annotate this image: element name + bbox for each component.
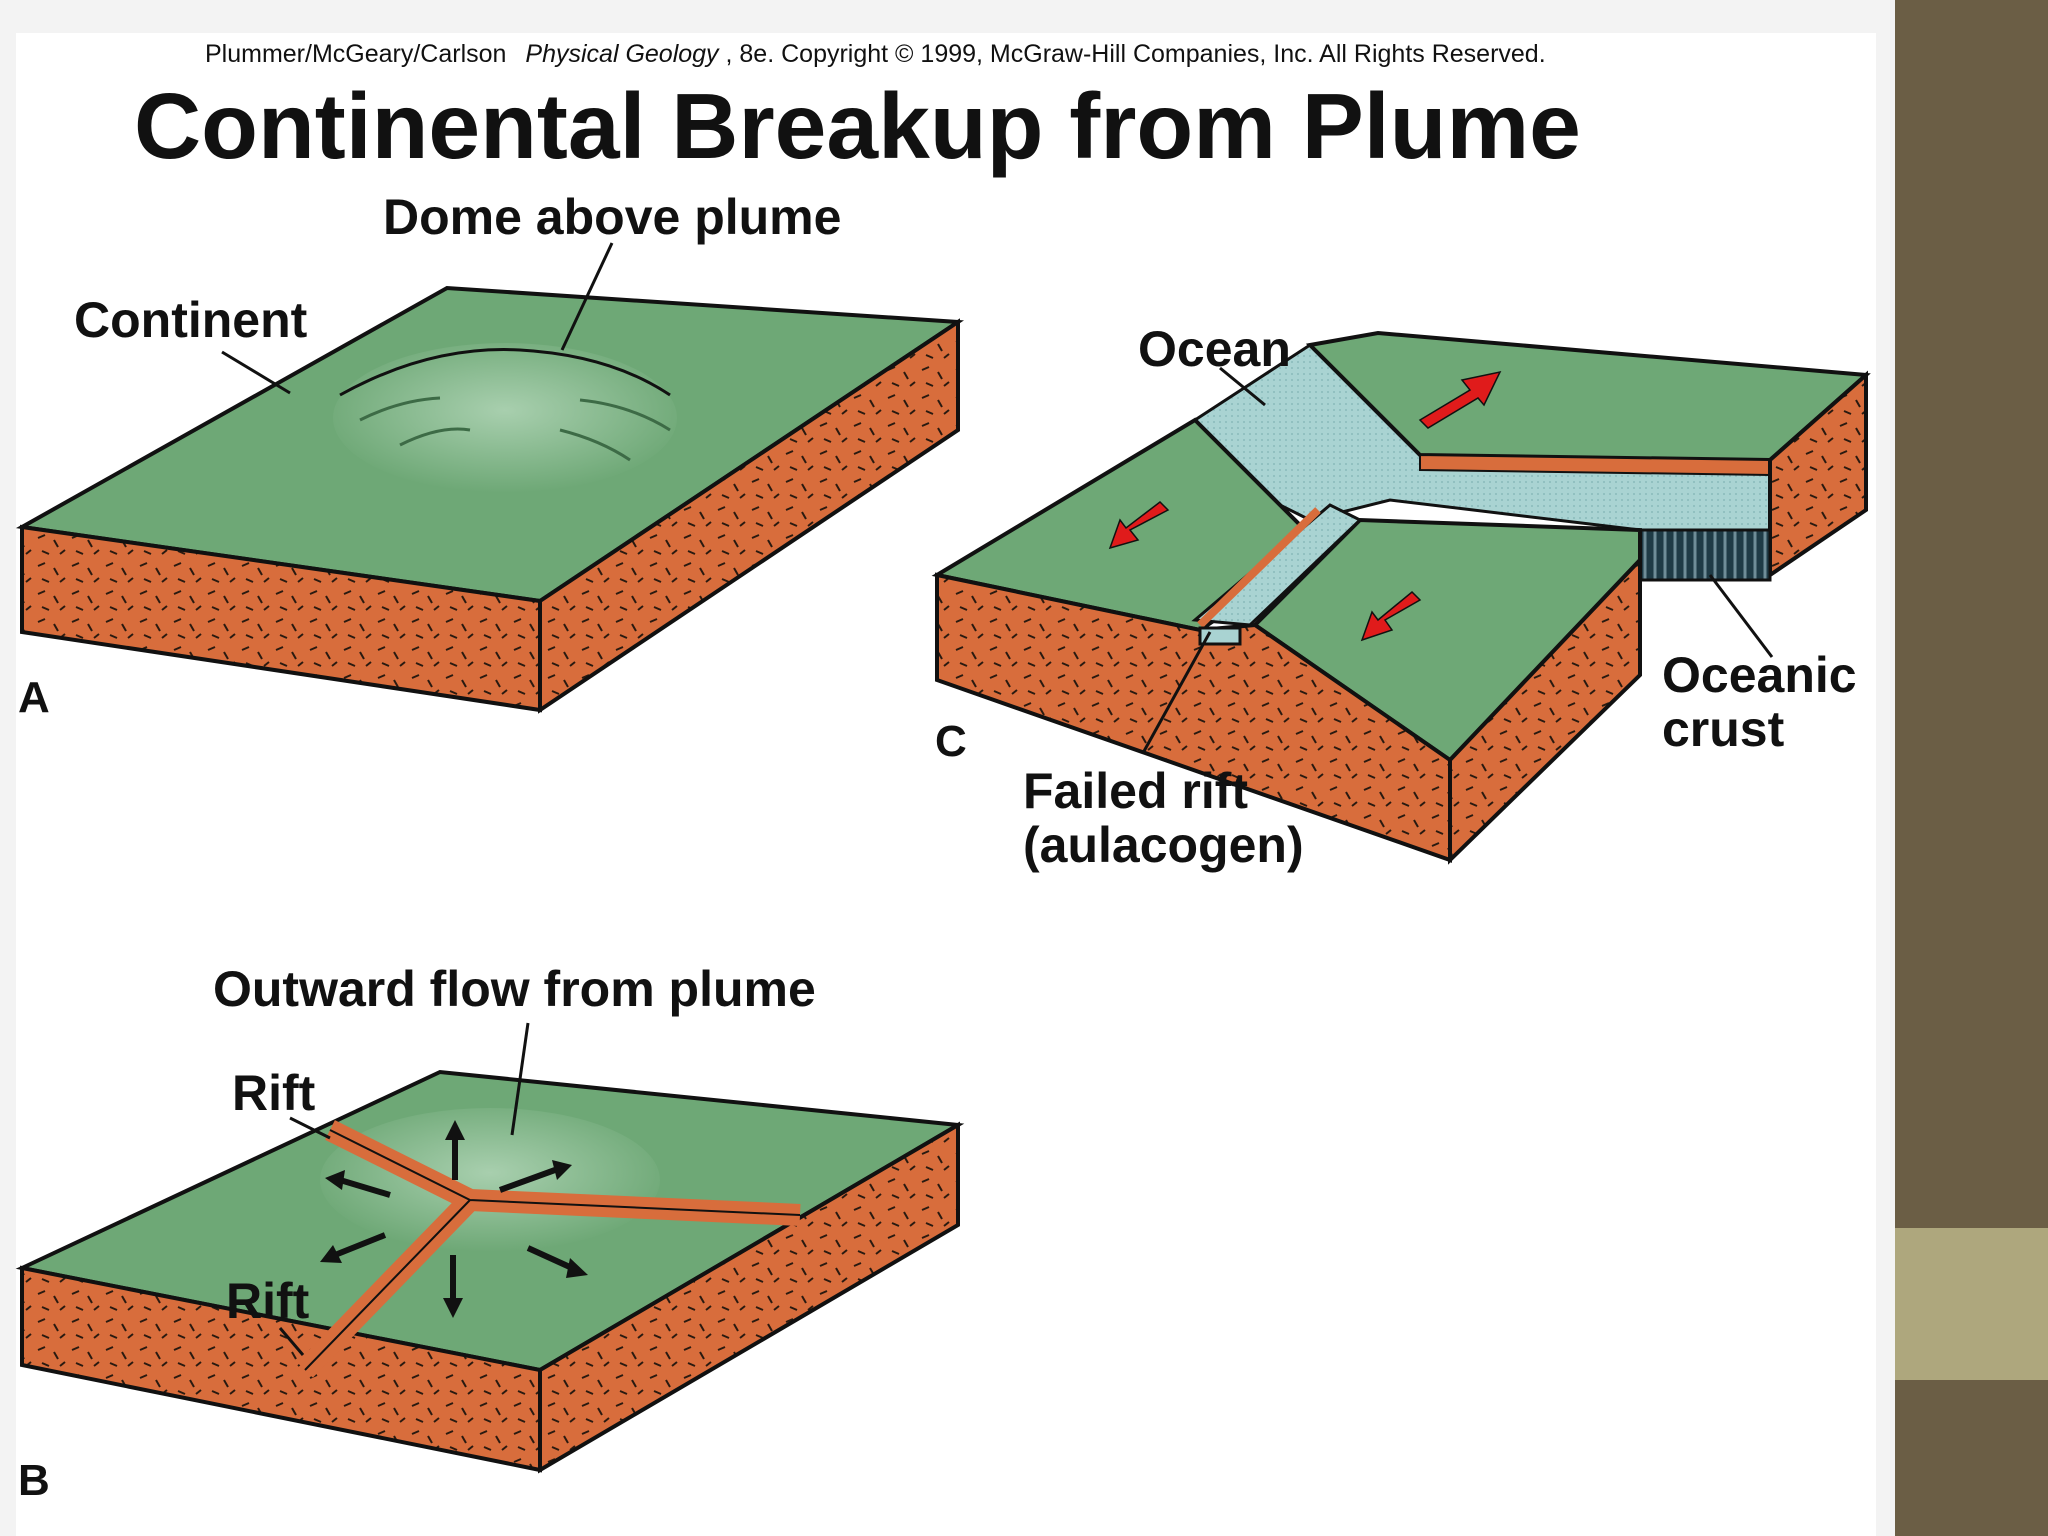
rift-bottom-leader	[278, 1327, 305, 1356]
panel-b-side-face	[538, 1121, 960, 1474]
panel-a-letter: A	[18, 673, 50, 722]
label-continent: Continent	[74, 292, 308, 348]
label-ocean: Ocean	[1138, 321, 1291, 377]
label-rift-bottom: Rift	[226, 1273, 310, 1329]
label-dome-above-plume: Dome above plume	[383, 189, 841, 245]
panel-c-letter: C	[935, 717, 967, 766]
arrow-lower-right	[1360, 590, 1422, 642]
panel-b-block: Outward flow from plume Rift Rift B	[15, 961, 965, 1505]
label-failed-rift-2: (aulacogen)	[1023, 817, 1304, 873]
slide-title: Continental Breakup from Plume	[134, 74, 1581, 178]
plume-uplift	[320, 1108, 660, 1252]
oceanic-crust-leader	[1708, 574, 1774, 658]
side-accent	[1895, 1228, 2048, 1380]
dome-leader-line	[560, 242, 614, 351]
credit-authors: Plummer/McGeary/Carlson	[205, 40, 506, 68]
label-oceanic-crust-2: crust	[1662, 701, 1785, 757]
arrow-left	[1108, 501, 1170, 550]
dome-above-plume	[333, 343, 677, 493]
dome-outline	[339, 348, 671, 397]
outward-flow-leader	[510, 1022, 530, 1136]
panel-c-side-face	[1448, 554, 1642, 865]
spreading-arrows	[1108, 370, 1502, 642]
panel-a-side-face	[538, 318, 960, 714]
panel-c-block: Ocean Oceanic crust Failed rift (aulacog…	[931, 321, 1871, 873]
failed-rift-leader	[1141, 631, 1212, 754]
continent-leader-line	[221, 350, 291, 395]
outward-flow-arrows	[320, 1120, 588, 1318]
label-failed-rift-1: Failed rift	[1023, 763, 1248, 819]
credit-book: Physical Geology	[525, 40, 720, 68]
label-outward-flow: Outward flow from plume	[213, 961, 816, 1017]
arrow-upper-right	[1418, 370, 1502, 429]
label-oceanic-crust-1: Oceanic	[1662, 647, 1857, 703]
panel-b-letter: B	[18, 1456, 50, 1505]
rift-top-leader	[289, 1116, 331, 1140]
credit-line: Plummer/McGeary/Carlson Physical Geology…	[205, 40, 1546, 68]
label-rift-top: Rift	[232, 1065, 316, 1121]
panel-a-block: Dome above plume Continent A	[15, 189, 965, 722]
oceanic-crust	[1638, 528, 1772, 582]
ocean-leader	[1219, 366, 1266, 407]
credit-rest: , 8e. Copyright © 1999, McGraw-Hill Comp…	[726, 40, 1546, 68]
